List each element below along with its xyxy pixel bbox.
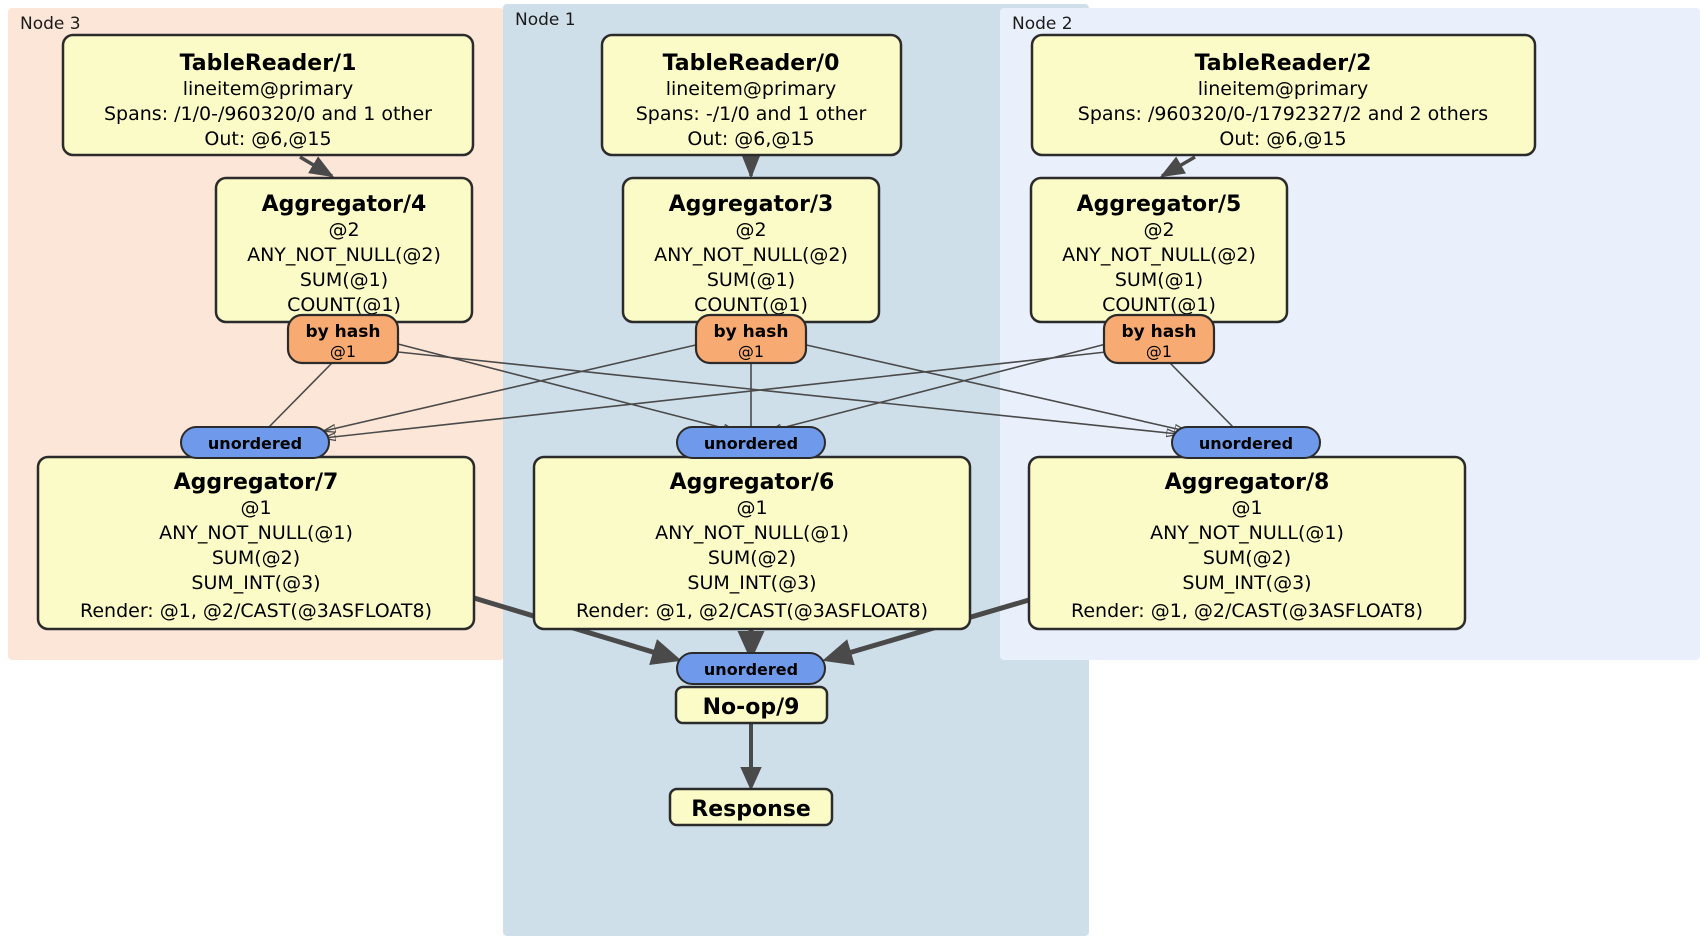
processor-aggregator-8[interactable]: Aggregator/8 @1 ANY_NOT_NULL(@1) SUM(@2)…	[1027, 455, 1467, 631]
sync-label: unordered	[704, 434, 798, 453]
processor-line: SUM(@1)	[707, 269, 795, 291]
processor-line: @1	[240, 497, 271, 519]
processor-line: SUM_INT(@3)	[191, 572, 320, 594]
edge-byhash4-unordered7	[267, 362, 333, 429]
processor-line: COUNT(@1)	[694, 294, 808, 316]
processor-title: Response	[691, 797, 811, 822]
processor-line: COUNT(@1)	[287, 294, 401, 316]
edge-byhash5-unordered7	[324, 351, 1107, 438]
processor-line: Spans: /1/0-/960320/0 and 1 other	[104, 103, 432, 125]
router-byhash-4[interactable]: by hash @1	[286, 313, 400, 365]
router-title: by hash	[306, 322, 381, 342]
processor-line: SUM(@1)	[1115, 269, 1203, 291]
processor-line: @1	[1231, 497, 1262, 519]
processor-aggregator-7[interactable]: Aggregator/7 @1 ANY_NOT_NULL(@1) SUM(@2)…	[36, 455, 476, 631]
sync-label: unordered	[1199, 434, 1293, 453]
node-panel-label-node3: Node 3	[20, 14, 81, 34]
processor-line: @2	[1143, 219, 1174, 241]
bottom-aggregators: Aggregator/7 @1 ANY_NOT_NULL(@1) SUM(@2)…	[36, 455, 1467, 631]
processor-title: Aggregator/8	[1165, 470, 1330, 495]
processor-line: Out: @6,@15	[204, 128, 331, 150]
processor-line: lineitem@primary	[183, 78, 354, 100]
processor-aggregator-3[interactable]: Aggregator/3 @2 ANY_NOT_NULL(@2) SUM(@1)…	[621, 176, 881, 324]
processor-title: Aggregator/4	[262, 192, 427, 217]
edge-byhash3-unordered8	[801, 343, 1186, 431]
router-title: by hash	[714, 322, 789, 342]
processor-line: COUNT(@1)	[1102, 294, 1216, 316]
edge-byhash5-unordered8	[1169, 362, 1235, 429]
node-panel-label-node1: Node 1	[515, 10, 576, 30]
processor-title: TableReader/0	[663, 51, 840, 76]
processor-aggregator-4[interactable]: Aggregator/4 @2 ANY_NOT_NULL(@2) SUM(@1)…	[214, 176, 474, 324]
processor-line: lineitem@primary	[1198, 78, 1369, 100]
processor-tablereader-0[interactable]: TableReader/0 lineitem@primary Spans: -/…	[600, 33, 903, 157]
processor-line: SUM_INT(@3)	[687, 572, 816, 594]
router-byhash-5[interactable]: by hash @1	[1102, 313, 1216, 365]
processor-line: Spans: -/1/0 and 1 other	[636, 103, 867, 125]
processor-title: Aggregator/7	[174, 470, 339, 495]
processor-line: Render: @1, @2/CAST(@3ASFLOAT8)	[576, 600, 928, 622]
processor-line: Render: @1, @2/CAST(@3ASFLOAT8)	[1071, 600, 1423, 622]
processor-line: ANY_NOT_NULL(@1)	[1150, 522, 1344, 544]
processor-title: Aggregator/5	[1077, 192, 1242, 217]
hash-routers: by hash @1 by hash @1 by hash @1	[286, 313, 1216, 365]
processor-line: SUM(@2)	[212, 547, 300, 569]
processor-title: Aggregator/3	[669, 192, 834, 217]
processor-title: TableReader/1	[180, 51, 357, 76]
processor-line: SUM_INT(@3)	[1182, 572, 1311, 594]
processor-line: SUM(@1)	[300, 269, 388, 291]
edge-byhash4-unordered8	[397, 351, 1178, 434]
processor-title: No-op/9	[703, 695, 800, 720]
processor-line: ANY_NOT_NULL(@2)	[654, 244, 848, 266]
node-panel-label-node2: Node 2	[1012, 14, 1073, 34]
processor-line: ANY_NOT_NULL(@2)	[1062, 244, 1256, 266]
sync-unordered-7[interactable]: unordered	[180, 426, 330, 459]
processor-title: Aggregator/6	[670, 470, 835, 495]
edge-byhash3-unordered7	[324, 343, 701, 431]
processor-line: Render: @1, @2/CAST(@3ASFLOAT8)	[80, 600, 432, 622]
processor-line: @2	[328, 219, 359, 241]
processor-tablereader-2[interactable]: TableReader/2 lineitem@primary Spans: /9…	[1030, 33, 1537, 157]
router-sub: @1	[1146, 342, 1172, 361]
processor-line: @2	[735, 219, 766, 241]
sync-unordered-9[interactable]: unordered	[676, 652, 826, 685]
processor-line: @1	[736, 497, 767, 519]
edge-tablereader2-aggregator5	[1159, 155, 1196, 178]
processor-line: ANY_NOT_NULL(@2)	[247, 244, 441, 266]
processor-aggregator-5[interactable]: Aggregator/5 @2 ANY_NOT_NULL(@2) SUM(@1)…	[1029, 176, 1289, 324]
processor-line: ANY_NOT_NULL(@1)	[159, 522, 353, 544]
processor-title: TableReader/2	[1195, 51, 1372, 76]
final-stage: No-op/9 unordered Response	[668, 652, 834, 827]
sync-unordered-6[interactable]: unordered	[676, 426, 826, 459]
processor-line: Spans: /960320/0-/1792327/2 and 2 others	[1078, 103, 1488, 125]
processor-aggregator-6[interactable]: Aggregator/6 @1 ANY_NOT_NULL(@1) SUM(@2)…	[532, 455, 972, 631]
processor-line: Out: @6,@15	[687, 128, 814, 150]
router-byhash-3[interactable]: by hash @1	[694, 313, 808, 365]
edge-tablereader1-aggregator4	[299, 155, 335, 178]
sync-label: unordered	[208, 434, 302, 453]
processor-line: lineitem@primary	[666, 78, 837, 100]
synchronizers: unordered unordered unordered	[180, 426, 1321, 459]
processor-noop-9[interactable]: No-op/9	[674, 685, 829, 725]
sync-unordered-8[interactable]: unordered	[1171, 426, 1321, 459]
processor-line: SUM(@2)	[708, 547, 796, 569]
processor-tablereader-1[interactable]: TableReader/1 lineitem@primary Spans: /1…	[61, 33, 475, 157]
processor-response[interactable]: Response	[668, 787, 834, 827]
processor-line: SUM(@2)	[1203, 547, 1291, 569]
sync-label: unordered	[704, 660, 798, 679]
router-sub: @1	[330, 342, 356, 361]
router-title: by hash	[1122, 322, 1197, 342]
edge-byhash5-unordered6	[770, 343, 1107, 431]
processor-line: ANY_NOT_NULL(@1)	[655, 522, 849, 544]
router-sub: @1	[738, 342, 764, 361]
processor-line: Out: @6,@15	[1219, 128, 1346, 150]
